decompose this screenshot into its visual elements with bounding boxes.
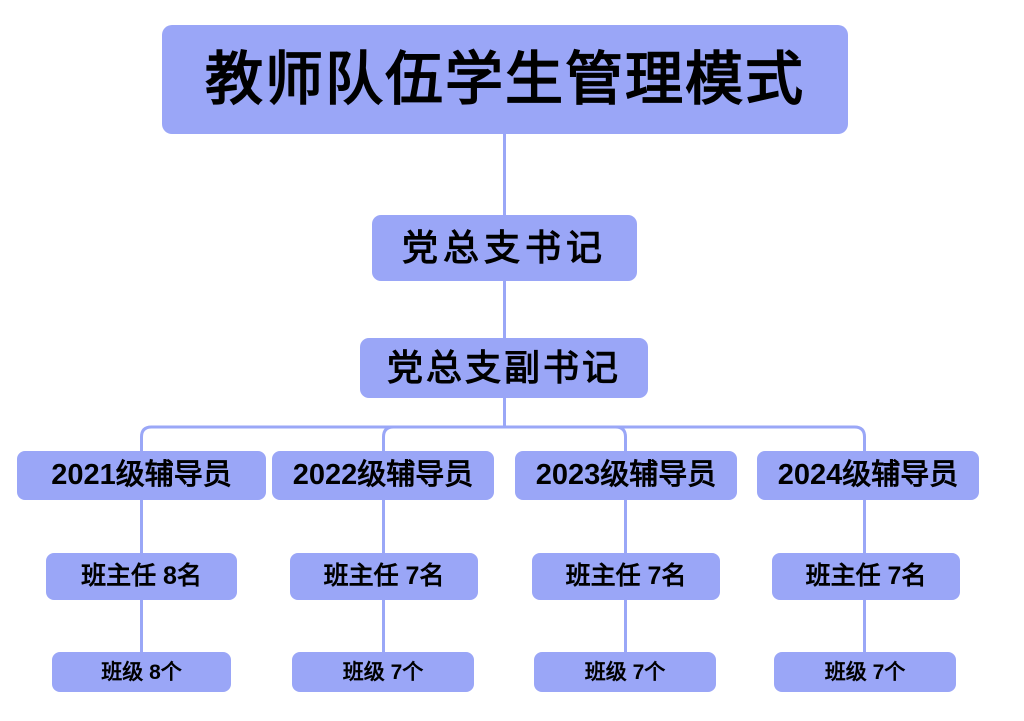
- node-party-branch-deputy-secretary: 党总支副书记: [360, 338, 648, 398]
- node-classes-2023: 班级 7个: [534, 652, 716, 692]
- node-counselor-2022: 2022级辅导员: [272, 451, 494, 500]
- node-head-teachers-2023: 班主任 7名: [532, 553, 720, 600]
- connector-bus-left: [140, 425, 505, 451]
- node-classes-2022: 班级 7个: [292, 652, 474, 692]
- node-head-teachers-2022: 班主任 7名: [290, 553, 478, 600]
- node-counselor-2024: 2024级辅导员: [757, 451, 979, 500]
- node-counselor-2021: 2021级辅导员: [17, 451, 266, 500]
- node-title: 教师队伍学生管理模式: [162, 25, 848, 134]
- node-head-teachers-2024: 班主任 7名: [772, 553, 960, 600]
- connector-bus-drop-c1: [382, 425, 394, 451]
- connector-bus-drop-c2: [615, 425, 627, 451]
- connector-bus-right: [504, 425, 866, 451]
- node-counselor-2023: 2023级辅导员: [515, 451, 737, 500]
- node-classes-2021: 班级 8个: [52, 652, 231, 692]
- node-party-branch-secretary: 党总支书记: [372, 215, 637, 281]
- node-head-teachers-2021: 班主任 8名: [46, 553, 237, 600]
- node-classes-2024: 班级 7个: [774, 652, 956, 692]
